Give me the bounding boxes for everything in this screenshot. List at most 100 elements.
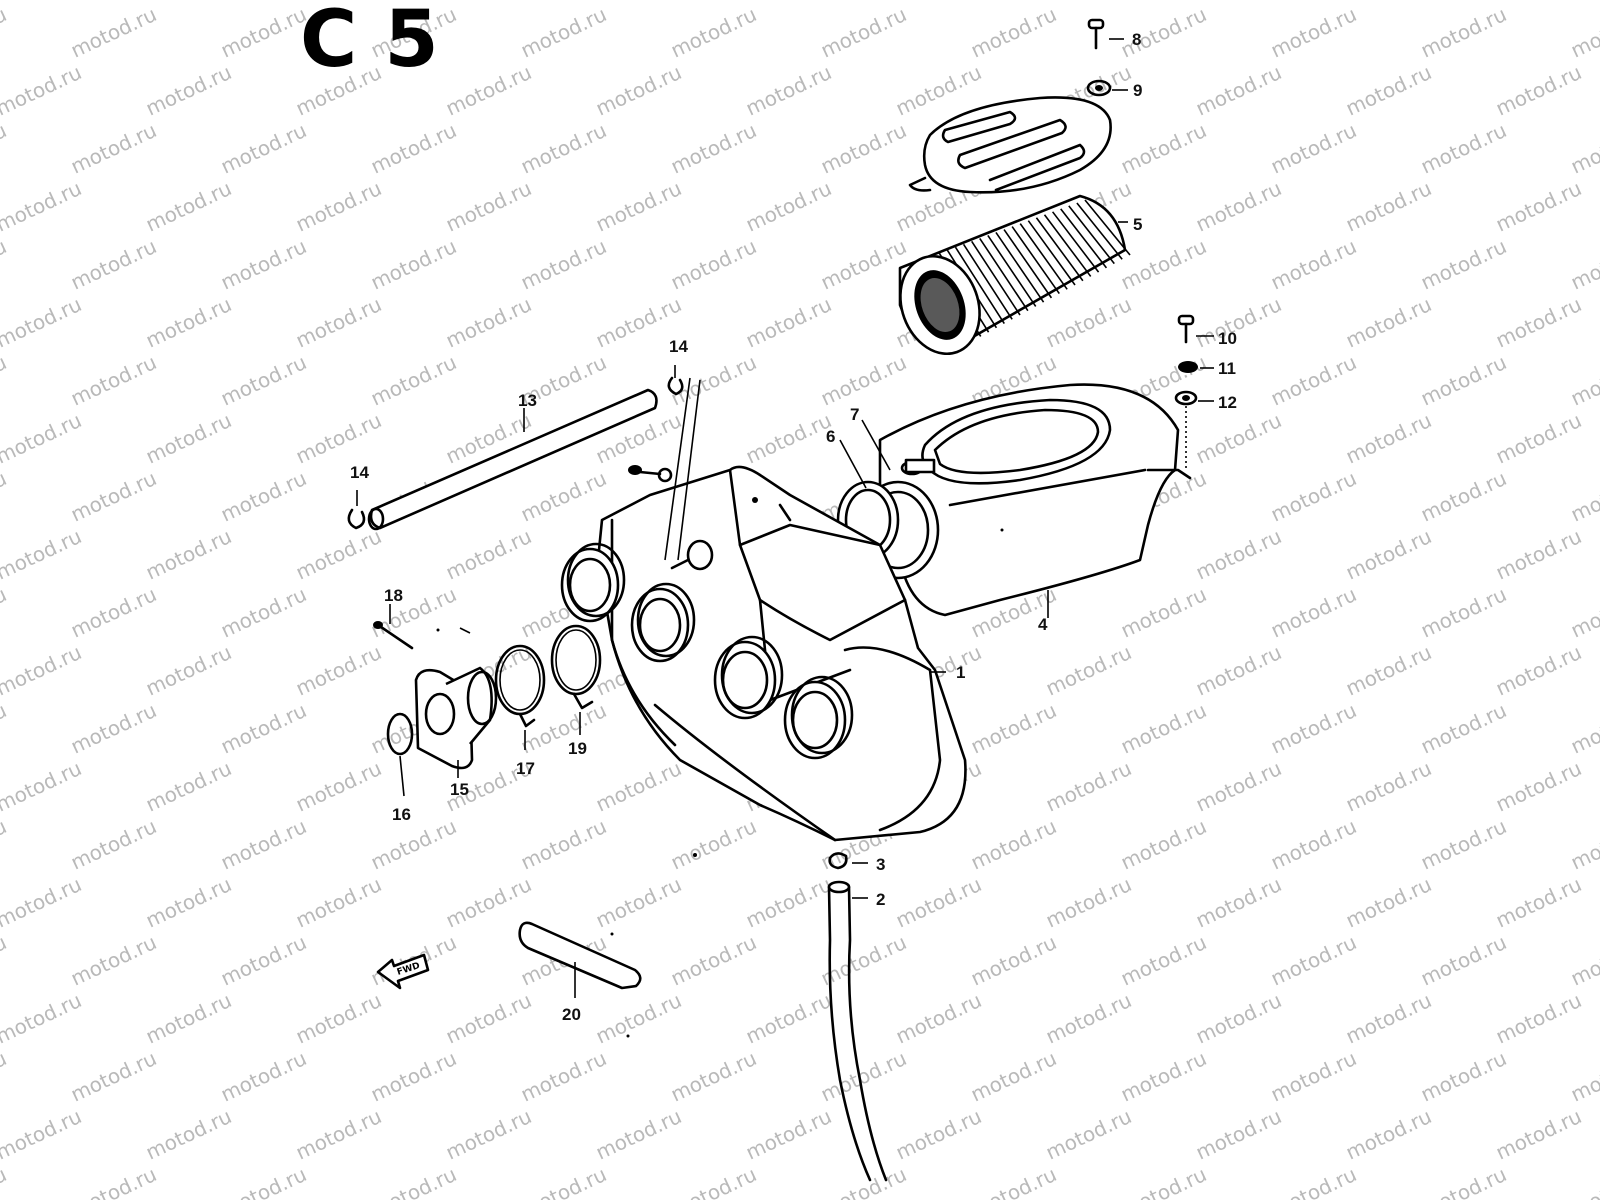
watermark-text: motod.ru [1192, 524, 1285, 585]
watermark-text: motod.ru [1567, 1046, 1600, 1107]
part-11-washer [1178, 361, 1214, 373]
watermark-text: motod.ru [1042, 756, 1135, 817]
watermark-text: motod.ru [1417, 350, 1510, 411]
watermark-text: motod.ru [0, 872, 85, 933]
filter-pleat [954, 246, 1005, 325]
label-part-15: 15 [450, 780, 469, 799]
watermark-text: motod.ru [0, 1046, 10, 1107]
watermark-text: motod.ru [1117, 234, 1210, 295]
watermark-text: motod.ru [217, 698, 310, 759]
part-7-clamp [861, 419, 936, 476]
filter-pleat [1027, 220, 1076, 286]
watermark-text: motod.ru [667, 1046, 760, 1107]
watermark-text: motod.ru [1417, 814, 1510, 875]
part-18-screw [373, 604, 471, 650]
watermark-text: motod.ru [217, 930, 310, 991]
watermark-text: motod.ru [592, 1104, 685, 1165]
watermark-text: motod.ru [1342, 408, 1435, 469]
watermark-text: motod.ru [1267, 466, 1360, 527]
watermark-text: motod.ru [1192, 292, 1285, 353]
watermark-text: motod.ru [292, 1104, 385, 1165]
watermark-text: motod.ru [1417, 582, 1510, 643]
watermark-text: motod.ru [67, 814, 160, 875]
watermark-text: motod.ru [1192, 60, 1285, 121]
filter-cover-plate [908, 96, 1112, 194]
watermark-text: motod.ru [1117, 118, 1210, 179]
watermark-text: motod.ru [742, 60, 835, 121]
watermark-text: motod.ru [142, 1104, 235, 1165]
watermark-text: motod.ru [67, 698, 160, 759]
watermark-text: motod.ru [742, 176, 835, 237]
filter-pleat [1035, 217, 1084, 282]
filter-pleat [1019, 223, 1068, 290]
watermark-text: motod.ru [217, 466, 310, 527]
watermark-text: motod.ru [292, 408, 385, 469]
filter-pleat [1076, 202, 1123, 260]
watermark-text: motod.ru [0, 1162, 10, 1200]
watermark-text: motod.ru [0, 988, 85, 1049]
watermark-text: motod.ru [517, 698, 610, 759]
label-part-4: 4 [1038, 615, 1048, 634]
filter-pleat [1051, 211, 1100, 273]
watermark-text: motod.ru [1042, 1104, 1135, 1165]
watermark-text: motod.ru [1117, 1162, 1210, 1200]
watermark-text: motod.ru [1192, 1104, 1285, 1165]
watermark-text: motod.ru [217, 118, 310, 179]
watermark-text: motod.ru [1492, 756, 1585, 817]
part-5-air-filter-element [898, 194, 1131, 356]
watermark-text: motod.ru [817, 118, 910, 179]
watermark-text: motod.ru [0, 234, 10, 295]
watermark-text: motod.ru [517, 1162, 610, 1200]
watermark-text: motod.ru [1417, 698, 1510, 759]
scan-specks [436, 528, 1004, 1038]
watermark-text: motod.ru [1042, 292, 1135, 353]
watermark-text: motod.ru [442, 988, 535, 1049]
watermark-text: motod.ru [1342, 988, 1435, 1049]
filter-pleat [970, 240, 1021, 316]
watermark-text: motod.ru [67, 466, 160, 527]
watermark-text: motod.ru [742, 292, 835, 353]
watermark-text: motod.ru [0, 930, 10, 991]
watermark-text: motod.ru [292, 640, 385, 701]
watermark-text: motod.ru [1567, 582, 1600, 643]
part-16-o-ring [386, 712, 414, 797]
filter-pleat [979, 237, 1029, 312]
watermark-text: motod.ru [1267, 2, 1360, 63]
watermark-text: motod.ru [1342, 0, 1435, 5]
watermark-text: motod.ru [1492, 524, 1585, 585]
watermark-text: motod.ru [592, 0, 685, 5]
watermark-text: motod.ru [1492, 292, 1585, 353]
watermark-text: motod.ru [517, 814, 610, 875]
watermark-text: motod.ru [442, 176, 535, 237]
watermark-text: motod.ru [1417, 2, 1510, 63]
watermark-text: motod.ru [1342, 756, 1435, 817]
watermark-text: motod.ru [0, 756, 85, 817]
diagram-title: C 5 [300, 0, 439, 85]
part-3-clip [828, 852, 868, 870]
watermark-text: motod.ru [667, 118, 760, 179]
watermark-text: motod.ru [367, 234, 460, 295]
fwd-arrow-icon: FWD [376, 953, 430, 990]
watermark-text: motod.ru [967, 1162, 1060, 1200]
watermark-text: motod.ru [592, 756, 685, 817]
watermark-text: motod.ru [0, 408, 85, 469]
label-part-2: 2 [876, 890, 885, 909]
part-17-clamp [494, 644, 546, 750]
filter-pleat [1084, 199, 1131, 256]
watermark-text: motod.ru [892, 0, 985, 5]
watermark-text: motod.ru [142, 640, 235, 701]
watermark-text: motod.ru [67, 118, 160, 179]
housing-screw [628, 465, 673, 483]
watermark-text: motod.ru [1267, 582, 1360, 643]
watermark-text: motod.ru [1192, 408, 1285, 469]
label-part-20: 20 [562, 1005, 581, 1024]
watermark-text: motod.ru [1267, 930, 1360, 991]
watermark-text: motod.ru [217, 2, 310, 63]
watermark-text: motod.ru [442, 1104, 535, 1165]
watermark-text: motod.ru [67, 1162, 160, 1200]
watermark-text: motod.ru [1417, 930, 1510, 991]
watermark-text: motod.ru [0, 2, 10, 63]
watermark-text: motod.ru [67, 1046, 160, 1107]
watermark-text: motod.ru [1192, 872, 1285, 933]
watermark-text: motod.ru [592, 176, 685, 237]
